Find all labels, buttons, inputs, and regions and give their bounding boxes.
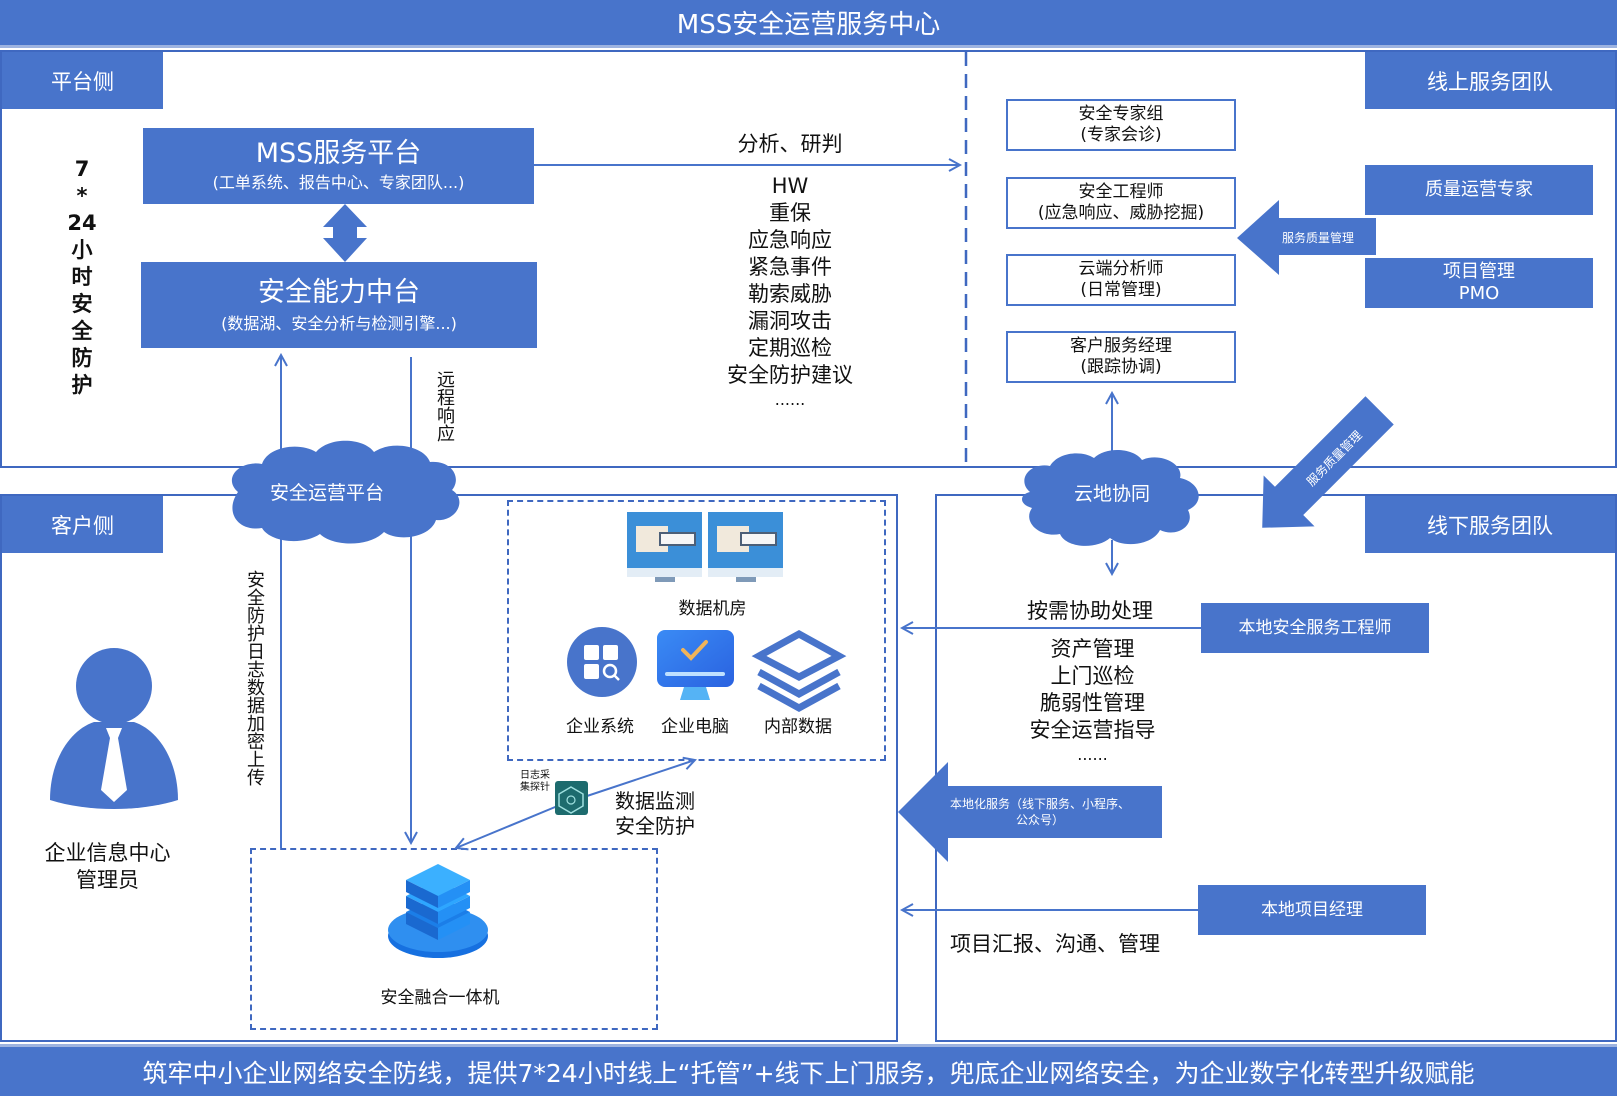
enterprise-system-label: 企业系统	[566, 717, 634, 737]
project-report-label: 项目汇报、沟通、管理	[950, 932, 1160, 956]
mss-service-platform[interactable]: MSS服务平台 (工单系统、报告中心、专家团队...)	[143, 128, 534, 204]
mss-platform-subtitle: (工单系统、报告中心、专家团队...)	[212, 173, 465, 192]
log-probe-label: 日志采 集探针	[520, 770, 550, 793]
internal-data-label: 内部数据	[764, 717, 832, 737]
appliance-group	[250, 848, 658, 1030]
enterprise-computer-label: 企业电脑	[661, 717, 729, 737]
local-project-manager[interactable]: 本地项目经理	[1198, 885, 1426, 935]
platform-side-tag: 平台侧	[2, 52, 163, 109]
remote-response-label: 远程响应	[434, 370, 455, 442]
quality-operations-expert[interactable]: 质量运营专家	[1365, 165, 1593, 215]
project-management-pmo[interactable]: 项目管理 PMO	[1365, 258, 1593, 308]
offline-team-tag: 线下服务团队	[1365, 496, 1615, 553]
assist-handling-label: 按需协助处理	[1027, 599, 1153, 623]
capability-center-title: 安全能力中台	[258, 277, 420, 308]
mss-platform-title: MSS服务平台	[255, 138, 422, 169]
local-security-engineer[interactable]: 本地安全服务工程师	[1201, 603, 1429, 653]
appliance-label: 安全融合一体机	[380, 988, 500, 1008]
diagram-footer-slogan: 筑牢中小企业网络安全防线，提供7*24小时线上“托管”+线下上门服务，兜底企业网…	[0, 1044, 1617, 1096]
diagram-title: MSS安全运营服务中心	[0, 0, 1617, 48]
security-capability-center[interactable]: 安全能力中台 (数据湖、安全分析与检测引擎...)	[141, 262, 537, 348]
role-customer-service-manager[interactable]: 客户服务经理 (跟踪协调)	[1006, 331, 1236, 383]
platform-side-panel	[0, 50, 966, 468]
analysis-label: 分析、研判	[737, 132, 843, 156]
data-center-label: 数据机房	[678, 599, 747, 619]
customer-side-tag: 客户侧	[2, 496, 163, 553]
offline-team-panel	[935, 494, 1617, 1042]
online-team-tag: 线上服务团队	[1365, 52, 1615, 109]
admin-label: 企业信息中心 管理员	[44, 841, 171, 892]
data-monitor-label: 数据监测 安全防护	[615, 789, 695, 838]
role-cloud-analyst[interactable]: 云端分析师 (日常管理)	[1006, 254, 1236, 306]
platform-services-list: HW 重保 应急响应 紧急事件 勒索威胁 漏洞攻击 定期巡检 安全防护建议 ..…	[727, 174, 853, 409]
capability-center-subtitle: (数据湖、安全分析与检测引擎...)	[221, 314, 457, 333]
offline-services-list: 资产管理 上门巡检 脆弱性管理 安全运营指导 ......	[1029, 637, 1156, 764]
log-upload-label: 安全防护日志数据加密上传	[244, 570, 265, 786]
role-security-expert-group[interactable]: 安全专家组 (专家会诊)	[1006, 99, 1236, 151]
role-security-engineer[interactable]: 安全工程师 (应急响应、威胁挖掘)	[1006, 177, 1236, 229]
always-on-protection-label: 7 * 24 小 时 安 全 防 护	[67, 157, 97, 397]
